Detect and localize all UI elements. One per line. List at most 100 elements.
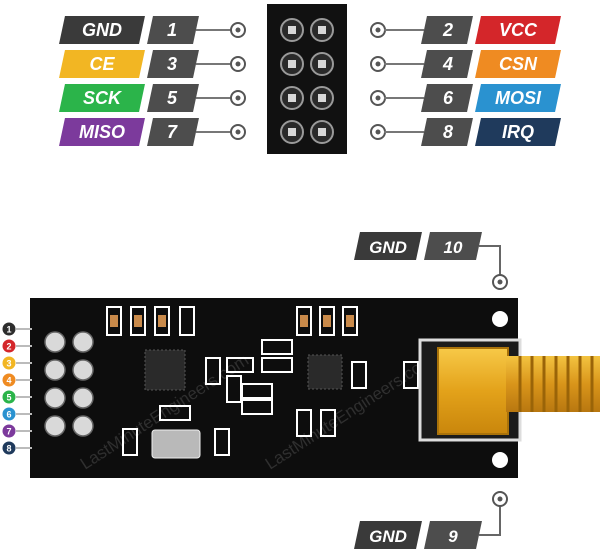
board-pin-2 — [72, 331, 94, 353]
header-pin-core — [318, 94, 326, 102]
left-pin-name-5: SCK — [83, 88, 123, 108]
side-pin-number-2: 2 — [6, 342, 11, 352]
left-pin-num-3: 3 — [167, 54, 177, 74]
header-pin-core — [288, 128, 296, 136]
left-pin-num-box-1 — [147, 16, 199, 44]
right-pin-num-2: 2 — [442, 20, 453, 40]
header-pin-core — [318, 60, 326, 68]
board-header-pins — [44, 331, 94, 437]
side-pin-marker-3 — [2, 356, 16, 370]
left-pin-name-3: CE — [89, 54, 115, 74]
right-pin-name-box-8 — [475, 118, 561, 146]
header-connector-body — [267, 4, 347, 154]
smd-components — [106, 306, 419, 456]
left-pin-name-box-7 — [59, 118, 145, 146]
side-pin-marker-8 — [2, 441, 16, 455]
rf-chip — [307, 354, 343, 390]
left-pin-num-box-3 — [147, 50, 199, 78]
right-pin-num-8: 8 — [443, 122, 453, 142]
sma-antenna-barrel — [506, 356, 600, 412]
right-pin-name-box-2 — [475, 16, 561, 44]
header-pin-core — [318, 26, 326, 34]
left-pin-num-box-7 — [147, 118, 199, 146]
header-block — [267, 4, 347, 154]
left-pin-name-1: GND — [82, 20, 122, 40]
header-pin-core — [288, 26, 296, 34]
crystal-chip — [144, 349, 186, 391]
left-pin-dot-center — [235, 27, 241, 33]
side-pin-number-3: 3 — [6, 359, 11, 369]
mounting-hole-bottom — [492, 452, 508, 468]
side-pin-number-6: 6 — [6, 410, 11, 420]
sma-connector-base — [437, 347, 509, 435]
board-pin-4 — [72, 359, 94, 381]
gnd-9-num-box — [424, 521, 482, 549]
right-pin-dot-center — [375, 61, 381, 67]
right-pin-dot-center — [375, 27, 381, 33]
board-pin-1 — [44, 331, 66, 353]
right-pin-num-box-4 — [421, 50, 473, 78]
gnd-10-num: 10 — [444, 238, 463, 257]
side-pin-marker-5 — [2, 390, 16, 404]
side-pin-marker-6 — [2, 407, 16, 421]
right-pin-name-8: IRQ — [502, 122, 534, 142]
crystal-oscillator — [151, 429, 201, 459]
left-pin-dot-center — [235, 129, 241, 135]
gnd-10-callout: GND 10 — [354, 232, 508, 290]
left-pin-dot-center — [235, 95, 241, 101]
left-pin-num-7: 7 — [167, 122, 178, 142]
right-pin-num-box-8 — [421, 118, 473, 146]
side-pin-number-1: 1 — [6, 325, 11, 335]
gnd-10-name-box — [354, 232, 422, 260]
gnd-9-callout: GND 9 — [354, 491, 508, 549]
board-pin-7 — [44, 415, 66, 437]
left-pin-name-box-1 — [59, 16, 145, 44]
header-pins — [280, 18, 334, 144]
board-pin-3 — [44, 359, 66, 381]
right-pin-name-box-4 — [475, 50, 561, 78]
right-pin-dot-center — [375, 129, 381, 135]
gnd-10-name: GND — [369, 238, 407, 257]
left-pin-num-box-5 — [147, 84, 199, 112]
right-pin-name-6: MOSI — [495, 88, 542, 108]
gnd-10-dot-center — [497, 279, 503, 285]
gnd-9-num: 9 — [448, 527, 458, 546]
right-pin-name-box-6 — [475, 84, 561, 112]
left-pin-num-5: 5 — [167, 88, 178, 108]
board-pin-6 — [72, 387, 94, 409]
left-pin-name-7: MISO — [79, 122, 125, 142]
header-pin-core — [318, 128, 326, 136]
gnd-10-leader — [479, 245, 501, 278]
right-pin-num-4: 4 — [442, 54, 453, 74]
right-pin-num-box-2 — [421, 16, 473, 44]
board-pin-8 — [72, 415, 94, 437]
gnd-9-leader — [479, 503, 501, 536]
side-pin-number-4: 4 — [6, 376, 11, 386]
side-pin-marker-7 — [2, 424, 16, 438]
board-pin-5 — [44, 387, 66, 409]
side-pin-number-7: 7 — [6, 427, 11, 437]
header-pin-core — [288, 94, 296, 102]
side-pin-marker-2 — [2, 339, 16, 353]
side-pin-number-5: 5 — [6, 393, 11, 403]
gnd-10-num-box — [424, 232, 482, 260]
mounting-hole-top — [492, 311, 508, 327]
left-pin-num-1: 1 — [167, 20, 177, 40]
left-pin-dot-center — [235, 61, 241, 67]
header-pin-core — [288, 60, 296, 68]
right-pin-num-6: 6 — [443, 88, 454, 108]
side-pin-marker-1 — [2, 322, 16, 336]
smd-component-fills — [110, 315, 354, 327]
sma-thread — [518, 356, 594, 412]
module-board: LastMinuteEngineers.com LastMinuteEngine… — [30, 298, 600, 478]
left-pin-name-box-3 — [59, 50, 145, 78]
left-pin-name-box-5 — [59, 84, 145, 112]
gnd-9-dot-center — [497, 496, 503, 502]
side-pin-number-8: 8 — [6, 444, 11, 454]
gnd-9-name-box — [354, 521, 422, 549]
right-pin-dot-center — [375, 95, 381, 101]
side-pin-marker-4 — [2, 373, 16, 387]
right-pin-name-2: VCC — [499, 20, 538, 40]
right-pin-name-4: CSN — [499, 54, 538, 74]
